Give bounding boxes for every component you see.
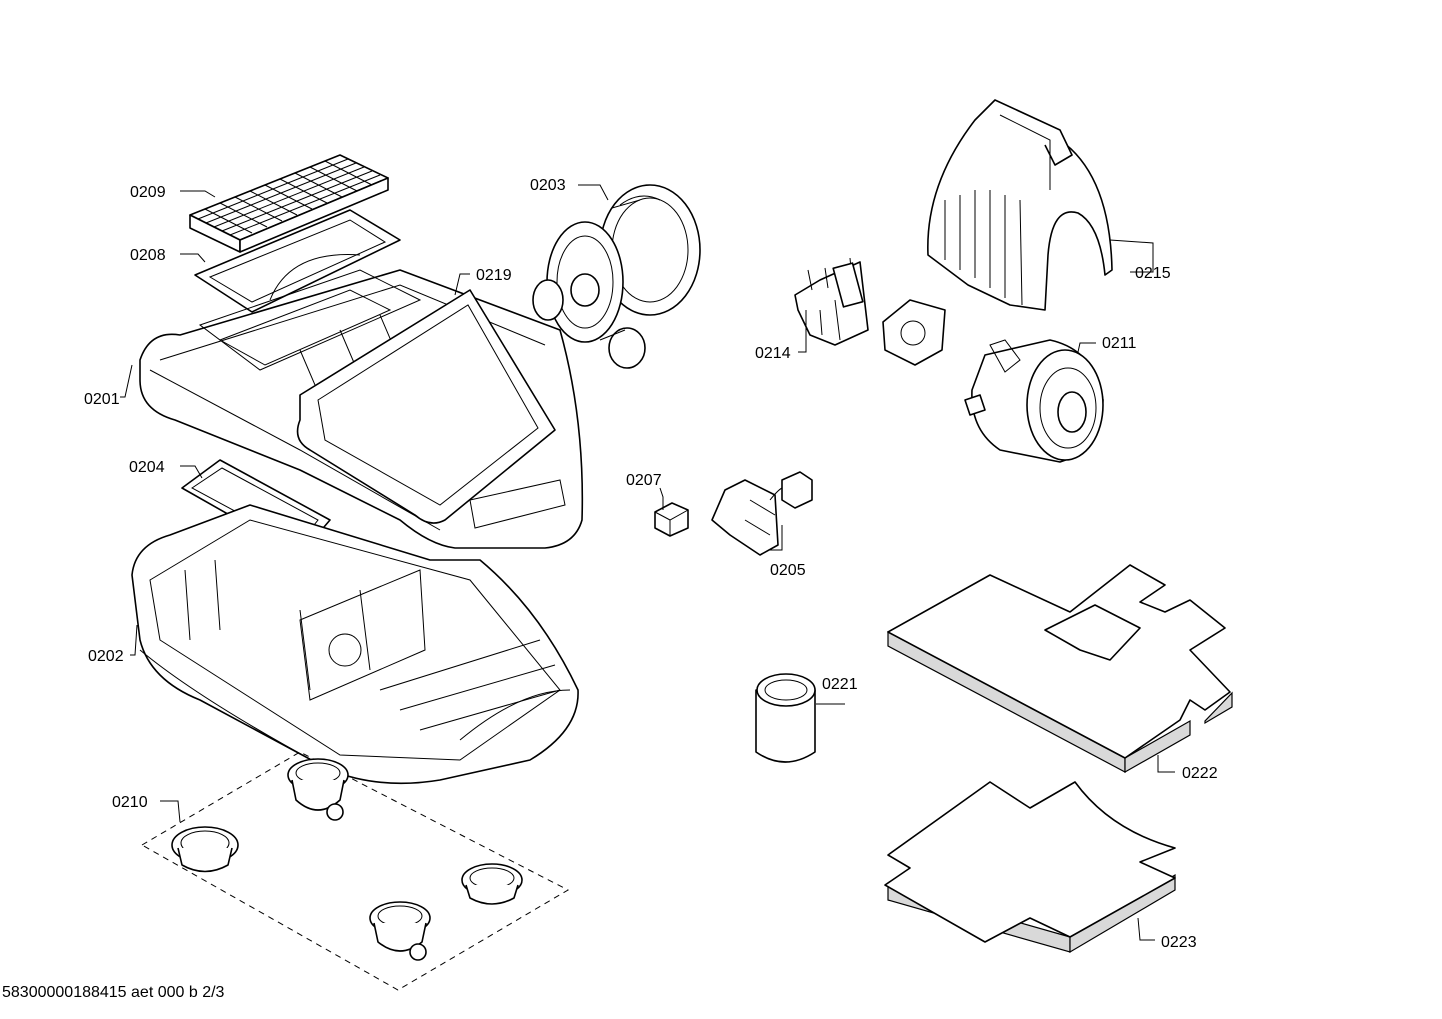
part-0219-seal-ring: [296, 289, 556, 524]
part-0222-foam-sheet: [887, 564, 1233, 774]
part-0223-foam-sheet: [884, 781, 1176, 954]
callout-0201: 0201: [84, 391, 120, 408]
callout-0210: 0210: [112, 794, 148, 811]
callout-0207: 0207: [626, 472, 662, 489]
part-0215-motor-cover: [927, 99, 1113, 311]
callout-0208: 0208: [130, 247, 166, 264]
part-0214-holder: [794, 257, 869, 346]
part-0209-filter-grid: [189, 154, 389, 253]
callout-0222: 0222: [1182, 765, 1218, 782]
part-0205-pcb: [711, 471, 813, 556]
part-0207-switch: [654, 502, 689, 537]
callout-0211: 0211: [1102, 335, 1137, 352]
callout-0215: 0215: [1135, 265, 1171, 282]
callout-labels: 0209 0208 0201 0204 0202 0210 0219 0203 …: [84, 177, 1218, 951]
part-0221-foam-cylinder: [755, 673, 816, 763]
callout-0214: 0214: [755, 345, 791, 362]
callout-0219: 0219: [476, 267, 512, 284]
callout-0223: 0223: [1161, 934, 1197, 951]
callout-0204: 0204: [129, 459, 165, 476]
callout-0209: 0209: [130, 184, 166, 201]
part-0203-cable-reel: [532, 184, 701, 369]
callout-0202: 0202: [88, 648, 124, 665]
document-footer-id: 58300000188415 aet 000 b 2/3: [2, 984, 225, 1001]
part-0211-motor: [964, 339, 1104, 463]
leader-lines: [120, 184, 1175, 941]
part-0210-wheels: [141, 751, 570, 991]
part-0208-gasket: [194, 209, 401, 313]
part-0202-lower-housing: [131, 504, 579, 785]
callout-0221: 0221: [822, 676, 858, 693]
callout-0203: 0203: [530, 177, 566, 194]
callout-0205: 0205: [770, 562, 806, 579]
part-motor-bracket: [882, 299, 946, 366]
